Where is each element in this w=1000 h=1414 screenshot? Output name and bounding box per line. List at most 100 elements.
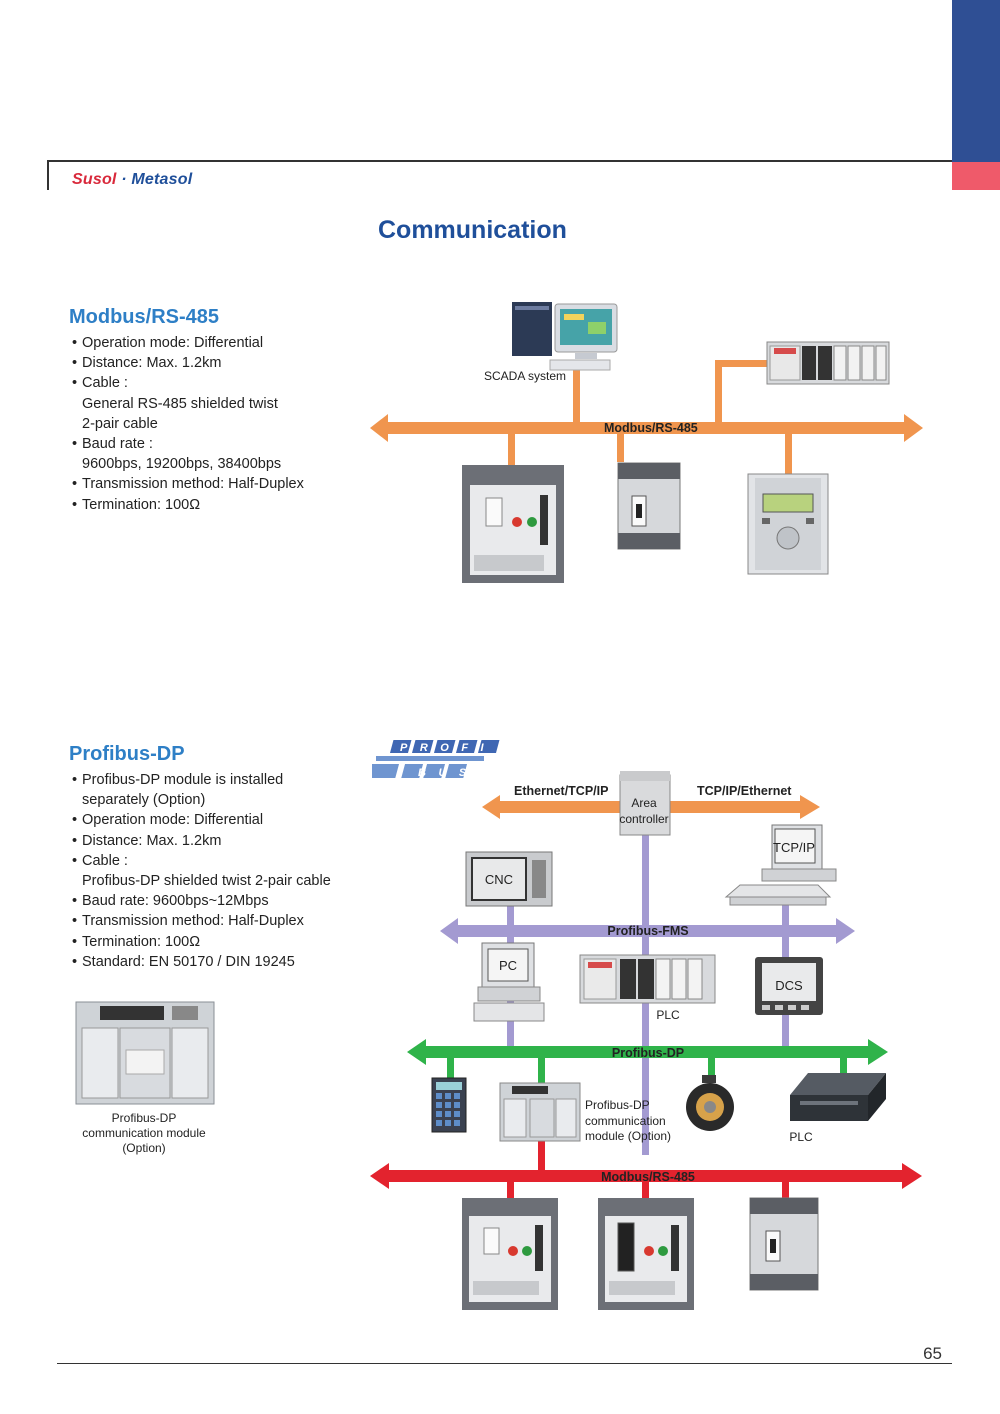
bus-drop [708, 1058, 715, 1078]
profibus-heading: Profibus-DP [69, 743, 185, 765]
air-circuit-breaker-icon [598, 1198, 694, 1310]
modbus-spec-list: Operation mode: Differential Distance: M… [72, 333, 304, 515]
list-item: Cable : [72, 373, 304, 393]
header-tab-blue [952, 0, 1000, 162]
list-item: Distance: Max. 1.2km [72, 831, 331, 851]
bus-drop [508, 432, 515, 467]
tcpip-label: TCP/IP [773, 840, 815, 855]
pc-computer-icon [473, 942, 545, 1022]
list-item: Distance: Max. 1.2km [72, 353, 304, 373]
list-item: Transmission method: Half-Duplex [72, 474, 304, 494]
modbus-bus-label: Modbus/RS-485 [604, 421, 698, 435]
list-item: Transmission method: Half-Duplex [72, 911, 331, 931]
list-item: 2-pair cable [82, 415, 158, 432]
header-rule [47, 160, 952, 162]
page-title: Communication [378, 216, 567, 244]
list-item: Cable : [72, 851, 331, 871]
profibus-network-diagram: Ethernet/TCP/IP TCP/IP/Ethernet Area con… [370, 771, 922, 1310]
bus-drop [715, 360, 775, 367]
servo-motor-icon [686, 1075, 734, 1131]
dp-module-label: Profibus-DP [585, 1098, 650, 1112]
bus-drop [538, 1137, 545, 1170]
plc-compact-icon [790, 1073, 886, 1121]
modbus-heading: Modbus/RS-485 [69, 306, 220, 328]
protection-relay-icon [747, 473, 829, 575]
logo-text-top: PROFI [400, 742, 496, 754]
bus-drop [785, 432, 792, 474]
area-controller-box [619, 771, 671, 836]
bus-drop [447, 1058, 454, 1080]
profibus-logo: PROFI BUS [372, 740, 500, 779]
dp-module-icon [499, 1082, 581, 1142]
plc-top-label: PLC [656, 1008, 680, 1022]
scada-label: SCADA system [484, 369, 566, 383]
list-item: Baud rate : [72, 434, 304, 454]
footer-rule [57, 1363, 952, 1364]
brand-dot: · [121, 171, 127, 188]
area-controller-label: Area [631, 796, 657, 810]
modbus-bus-arrow [370, 414, 923, 442]
cnc-label: CNC [485, 872, 513, 887]
list-item: Standard: EN 50170 / DIN 19245 [72, 952, 331, 972]
modbus-bus-label-2: Modbus/RS-485 [601, 1170, 695, 1184]
dcs-panel-icon [755, 957, 823, 1015]
bus-drop [782, 1182, 789, 1198]
cnc-machine-icon [465, 851, 553, 907]
header-tab-red [952, 162, 1000, 190]
page-number: 65 [923, 1344, 942, 1363]
list-item: Profibus-DP shielded twist 2-pair cable [82, 873, 331, 890]
profibus-module-image [75, 1001, 215, 1105]
pc-label: PC [499, 958, 517, 973]
list-item: 9600bps, 19200bps, 38400bps [82, 456, 282, 473]
ethernet-left-label: Ethernet/TCP/IP [514, 784, 608, 798]
bus-drop [573, 370, 580, 424]
fms-bus-label: Profibus-FMS [607, 924, 688, 938]
caption-line: Profibus-DP [111, 1111, 177, 1125]
bus-drop [617, 432, 624, 462]
list-item: Operation mode: Differential [72, 333, 304, 353]
fms-bus-arrow [440, 918, 855, 944]
brand-logo: Susol · Metasol [72, 171, 192, 189]
profibus-spec-list: Profibus-DP module is installed separate… [72, 770, 331, 972]
scada-computer-icon [512, 302, 618, 371]
tcpip-computer-icon [724, 824, 837, 906]
air-circuit-breaker-icon [462, 1198, 558, 1310]
mccb-breaker-icon [617, 462, 681, 550]
bus-drop [782, 895, 789, 927]
dp-bus-label: Profibus-DP [612, 1046, 684, 1060]
list-item: Operation mode: Differential [72, 810, 331, 830]
ethernet-right-label: TCP/IP/Ethernet [697, 784, 792, 798]
module-caption: Profibus-DP communication module (Option… [60, 1111, 228, 1156]
plc-middle-icon [579, 954, 716, 1004]
list-item: Termination: 100Ω [72, 495, 304, 515]
bus-drop [840, 1058, 847, 1074]
bus-drop [538, 1058, 545, 1084]
list-item: Termination: 100Ω [72, 932, 331, 952]
area-controller-label: controller [619, 812, 668, 826]
list-item: separately (Option) [82, 792, 206, 809]
bus-drop [715, 360, 722, 424]
dcs-label: DCS [775, 978, 803, 993]
dp-module-label: communication [585, 1114, 666, 1128]
bus-drop [507, 1182, 514, 1198]
list-item: Baud rate: 9600bps~12Mbps [72, 891, 331, 911]
mccb-breaker-icon [749, 1197, 819, 1291]
logo-text-bottom: BUS [418, 767, 479, 779]
keypad-terminal-icon [431, 1077, 467, 1133]
caption-line: communication module [82, 1126, 206, 1140]
list-item: General RS-485 shielded twist [82, 395, 278, 412]
air-circuit-breaker-icon [462, 465, 564, 583]
modbus-network-diagram: SCADA system Modbus/RS-485 [370, 302, 923, 583]
header-rule-tick [47, 160, 49, 190]
plc-bottom-label: PLC [789, 1130, 813, 1144]
plc-rack-icon [766, 341, 890, 385]
brand-metasol: Metasol [131, 171, 193, 188]
list-item: Profibus-DP module is installed [72, 770, 331, 790]
modbus-bus-arrow-2 [370, 1163, 922, 1189]
bus-drop [642, 1182, 649, 1198]
caption-line: (Option) [122, 1141, 166, 1155]
dp-module-label: module (Option) [585, 1129, 671, 1143]
bus-drop [507, 903, 514, 927]
dp-bus-arrow [407, 1039, 888, 1065]
brand-susol: Susol [72, 171, 117, 188]
